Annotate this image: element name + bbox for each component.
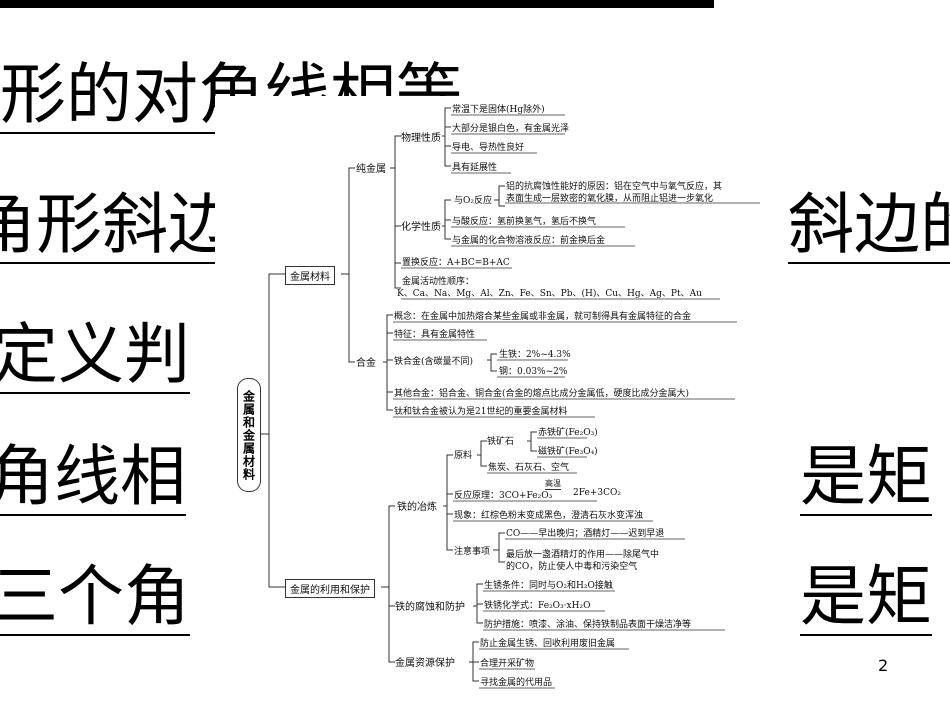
rust-condition: 生锈条件：同时与O₂和H₂O接触 — [484, 581, 613, 591]
reaction-product: 2Fe+3CO₂ — [573, 488, 621, 498]
alloy-feature: 特征：具有金属特性 — [394, 330, 476, 340]
top-rule — [0, 0, 714, 8]
note-2a: 最后放一盏酒精灯的作用——除尾气中 — [506, 550, 660, 560]
node-physical: 物理性质 — [401, 133, 441, 144]
other-alloys: 其他合金：铝合金、铜合金(合金的熔点比成分金属低，硬度比成分金属大) — [394, 389, 690, 399]
protection-measures: 防护措施：喷漆、涂油、保持铁制品表面干燥洁净等 — [484, 620, 692, 630]
al-note-line-2: 表面生成一层致密的氧化膜，从而阻止铝进一步氧化 — [506, 194, 714, 204]
phys-item-3: 导电、导热性良好 — [452, 143, 525, 153]
page-number: 2 — [878, 656, 889, 675]
node-o2-reaction: 与O₂反应 — [454, 196, 492, 206]
node-alloy: 合金 — [356, 358, 376, 369]
acid-reaction: 与酸反应：氢前换氢气，氢后不换气 — [452, 217, 597, 227]
magnetite: 磁铁矿(Fe₃O₄) — [538, 447, 598, 457]
titanium: 钛和钛合金被认为是21世纪的重要金属材料 — [394, 407, 568, 417]
salt-reaction: 与金属的化合物溶液反应：前金换后金 — [452, 236, 606, 246]
connector-lines — [259, 107, 760, 689]
reaction-principle: 反应原理：3CO+Fe₂O₃ — [454, 491, 553, 501]
rust-formula: 铁锈化学式：Fe₂O₃·xH₂O — [484, 601, 591, 611]
phys-item-4: 具有延展性 — [452, 163, 498, 173]
displacement-reaction: 置换反应：A+BC=B+AC — [402, 258, 510, 268]
node-metal-use-protection: 金属的利用和保护 — [285, 579, 375, 598]
phys-item-2: 大部分是银白色，有金属光泽 — [452, 124, 570, 134]
slide-line-8: 是矩 — [800, 558, 932, 636]
node-raw: 原料 — [454, 451, 473, 461]
node-chemical: 化学性质 — [401, 222, 441, 233]
note-2b: 的CO，防止使人中毒和污染空气 — [506, 562, 638, 572]
node-iron-alloy: 铁合金(含碳量不同) — [394, 357, 474, 367]
alloy-concept: 概念：在金属中加热熔合某些金属或非金属，就可制得具有金属特征的合金 — [394, 312, 692, 322]
node-resources: 金属资源保护 — [395, 658, 455, 669]
steel: 钢：0.03%~2% — [499, 367, 568, 377]
slide-line-6: 是矩 — [800, 438, 932, 516]
resource-3: 寻找金属的代用品 — [480, 678, 553, 688]
node-pure-metal: 纯金属 — [356, 164, 386, 175]
slide-line-3: 斜边的 — [788, 188, 950, 264]
al-note-line-1: 铝的抗腐蚀性能好的原因：铝在空气中与氧气反应，其 — [506, 182, 723, 192]
resource-2: 合理开采矿物 — [480, 659, 535, 669]
node-corrosion: 铁的腐蚀和防护 — [395, 602, 465, 613]
slide-line-4: 定义判 — [0, 318, 190, 394]
reaction-condition: 高温 — [545, 479, 561, 490]
resource-1: 防止金属生锈、回收利用废旧金属 — [480, 639, 616, 649]
note-1: CO——早出晚归；酒精灯——迟到早退 — [506, 529, 665, 539]
node-metal-materials: 金属材料 — [285, 266, 335, 285]
phys-item-1: 常温下是固体(Hg除外) — [452, 105, 545, 115]
node-notes: 注意事项 — [454, 547, 491, 557]
slide-line-2: 角形斜边 — [0, 188, 234, 264]
mind-map: 金属和金属材料 金属材料 金属的利用和保护 纯金属 物理性质 常温下是固体(Hg… — [215, 96, 785, 692]
hematite: 赤铁矿(Fe₂O₃) — [538, 428, 598, 438]
activity-series: K、Ca、Na、Mg、Al、Zn、Fe、Sn、Pb、(H)、Cu、Hg、Ag、P… — [397, 289, 702, 299]
slide-line-5: 角线相 — [0, 440, 186, 516]
node-smelting: 铁的冶炼 — [397, 502, 437, 513]
node-iron-ore: 铁矿石 — [487, 437, 515, 447]
root-node: 金属和金属材料 — [237, 378, 261, 492]
raw-other: 焦炭、石灰石、空气 — [488, 463, 570, 473]
pig-iron: 生铁：2%~4.3% — [499, 350, 571, 360]
slide-line-7: 三个角 — [0, 560, 190, 636]
activity-title: 金属活动性顺序： — [402, 277, 475, 287]
phenomenon: 现象：红棕色粉末变成黑色，澄清石灰水变浑浊 — [454, 511, 644, 521]
